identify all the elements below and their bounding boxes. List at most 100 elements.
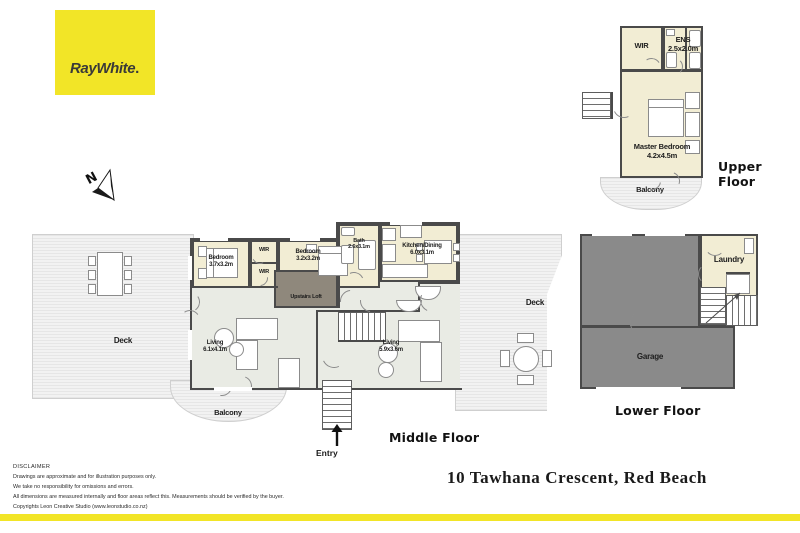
entry-staircase [322,380,352,430]
bed2-nightstand [306,244,317,253]
dining-chair-2 [416,254,423,262]
disclaimer-heading: DISCLAIMER [13,464,51,470]
mid-wall-step [336,222,338,240]
mid-wall-lower-div [316,310,420,312]
dining-chair-4 [453,254,460,262]
deck-chair-r1 [124,256,132,266]
lower-wall-h1 [580,325,630,327]
disclaimer-line-4: Copyrights Leon Creative Studio (www.leo… [13,504,148,511]
balcony-opening [214,387,252,391]
lower-garage-extension [580,326,735,389]
middle-upstairs-loft [274,270,338,308]
garage-door-opening-2 [645,232,685,236]
middle-stair-wall [338,340,386,342]
deck-round-chair-top [517,333,534,343]
disclaimer-line-2: We take no responsibility for omissions … [13,484,134,491]
kitchen-bench-icon [382,264,428,278]
laundry-tub-icon [744,238,754,254]
kitchen-sink-icon [382,244,396,262]
lower-floor-caption: Lower Floor [615,403,701,418]
upper-wall-h1 [620,70,703,72]
ens-basin-icon [666,29,675,36]
upper-ens-door-arc [666,58,683,75]
bed1-headboard [206,248,214,278]
bath-tub-icon [358,240,376,270]
deck-chair-r2 [124,270,132,280]
mid-window-living-left [188,330,192,360]
north-arrow-icon: N [84,168,115,202]
mid-wall-loft-right [338,270,340,308]
deck-chair-l1 [88,256,96,266]
lower-staircase-flight [700,287,726,325]
lower-stair-direction-arrow [705,292,741,324]
mid-wall-right-upper [458,222,460,282]
mid-wall-bed-bottom [192,286,278,288]
laundry-bench-unit [726,274,750,294]
upper-stair-wall [611,92,613,119]
mid-wall-stairwell [316,310,318,390]
logo-trademark-dot: . [135,60,139,77]
ens-toilet-icon [689,30,701,47]
living2-chair-2 [378,362,394,378]
master-nightstand-1 [685,92,700,109]
deck-round-chair-right [542,350,552,367]
garage-door-opening-1 [592,232,632,236]
garage-internal-door-arc [630,310,656,336]
lower-staircase-winder [726,295,758,326]
upper-staircase [582,92,611,119]
upper-wall-v1 [661,26,663,71]
logo-text-ray: Ray [70,60,97,77]
brand-color-block [55,10,155,95]
svg-text:N: N [84,170,100,188]
upper-wall-v2 [685,26,687,71]
middle-internal-staircase [338,312,386,342]
deck-round-chair-left [500,350,510,367]
bed1-nightstand-2 [198,268,207,279]
mid-window-left [188,256,192,280]
kitchen-cooktop-icon [382,228,396,241]
mid-window-kitchen [390,221,422,225]
deck-chair-l3 [88,284,96,294]
dining-table-icon [424,240,452,264]
ens-bath-icon [689,52,701,69]
bed1-nightstand-1 [198,246,207,257]
upper-floor-caption: Upper Floor [718,159,762,189]
logo-text-white: White [96,60,136,77]
mid-wall-right-step [418,282,460,284]
entry-arrow-icon [331,424,343,446]
deck-round-table-icon [513,346,539,372]
mid-window-bed1 [200,237,228,241]
mid-wall-wir-right [276,240,278,272]
deck-chair-r3 [124,284,132,294]
mid-wall-top-left [190,238,338,240]
mid-window-bed2 [290,237,320,241]
mid-wall-wir-split [250,262,278,264]
mid-wall-kitchen-bottom [380,280,458,282]
mid-wall-bath-bottom [338,286,380,288]
middle-floor-caption: Middle Floor [389,430,480,445]
bath-basin-icon [341,227,355,236]
kitchen-fridge-icon [400,225,422,238]
garage-bottom-opening [596,387,681,391]
raywhite-logo: RayWhite. [70,60,160,77]
disclaimer-block: DISCLAIMER Drawings are approximate and … [13,462,443,512]
living1-sofa-icon [236,318,278,340]
living1-chair-1 [214,328,234,348]
master-nightstand-2 [685,140,700,154]
deck-dining-table-icon [97,252,123,296]
laundry-bench [726,272,750,275]
mid-wall-bath-right [378,224,380,288]
disclaimer-line-3: All dimensions are measured internally a… [13,494,284,501]
middle-deck-left [32,234,194,399]
dining-chair-3 [453,243,460,251]
footer-yellow-rule [0,514,800,521]
lower-hall-door-arc [698,264,718,284]
living2-sofa-icon [398,320,440,342]
living1-chair-2 [229,342,244,357]
lower-wall-v1 [698,234,700,326]
master-bed-pillow [648,99,684,108]
deck-chair-l2 [88,270,96,280]
master-side-unit [685,112,700,137]
living1-cabinet-icon [278,358,300,388]
mid-wall-bed1-right [248,240,250,288]
